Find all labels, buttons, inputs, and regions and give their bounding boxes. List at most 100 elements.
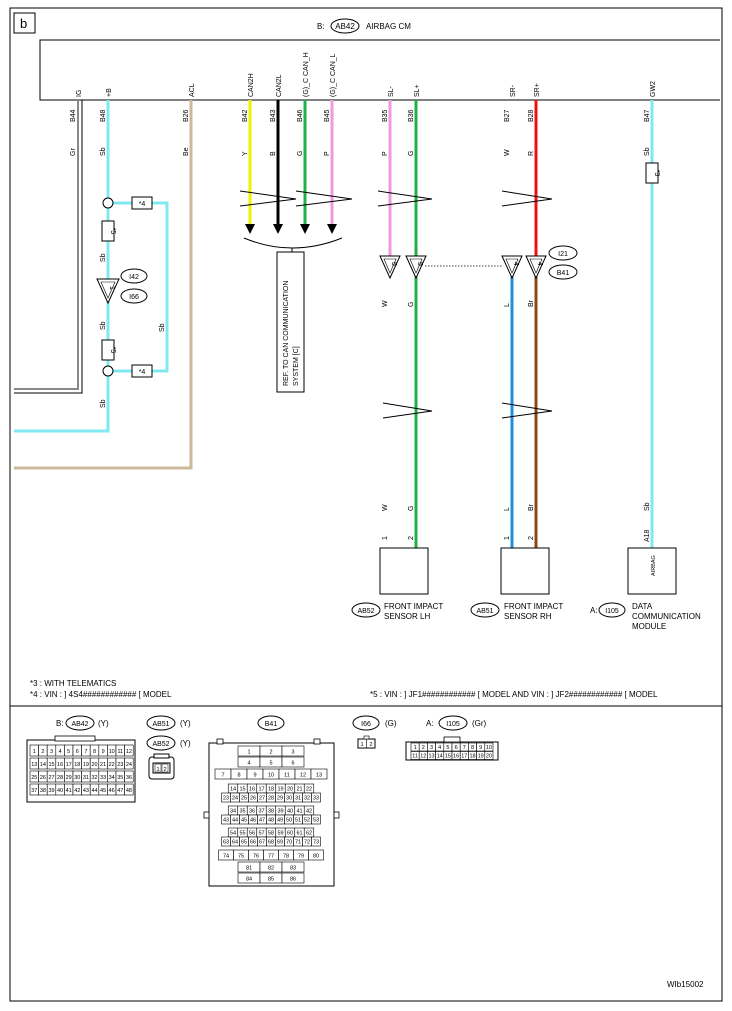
ab42-pin-45: 45 xyxy=(100,788,106,794)
joint-i21-label: I21 xyxy=(558,251,568,258)
b41-pin-43: 43 xyxy=(223,818,229,824)
arrow-can2h xyxy=(245,224,255,234)
i105-pin-7: 7 xyxy=(463,745,466,751)
terminal-signal-b47: GW2 xyxy=(650,81,657,97)
ab42-pin-14: 14 xyxy=(40,762,46,768)
wire-color-lh-mid-1: W xyxy=(382,300,389,307)
ab42-pin-20: 20 xyxy=(91,762,97,768)
ab42-pin-18: 18 xyxy=(74,762,80,768)
b41-pin-67: 67 xyxy=(259,840,265,846)
terminal-signal-b26: ACL xyxy=(189,83,196,97)
terminal-signal-b43: CAN2L xyxy=(276,74,283,97)
terminal-signal-b46: (G)_C CAN_H xyxy=(303,52,310,97)
can-ref-box xyxy=(276,251,305,393)
cv-ab42-prefix: B: xyxy=(56,719,64,728)
connector-i42-triangle-inner xyxy=(100,281,116,299)
dcm-note3: *3 xyxy=(653,170,660,177)
sensor-lh-box xyxy=(379,547,429,595)
b41-pin-cell xyxy=(281,872,305,884)
wire-gr xyxy=(14,100,79,390)
dcm-code-oval xyxy=(598,602,626,618)
terminal-pin-b47: B47 xyxy=(644,109,651,122)
joint-b41-oval xyxy=(548,264,578,280)
note-4: *4 : VIN : ] 4S4############ [ MODEL xyxy=(30,690,172,699)
ab42-pin-28: 28 xyxy=(57,775,63,781)
cv-ab51-color: (Y) xyxy=(180,719,191,728)
dcm-pin: A18 xyxy=(644,529,651,542)
note4-top: *4 xyxy=(139,201,146,208)
wire-color-b48: Sb xyxy=(100,147,107,156)
cv-ab52-color: (Y) xyxy=(180,739,191,748)
b41-pin-47: 47 xyxy=(259,818,265,824)
cv-ab52-oval xyxy=(146,735,176,751)
b41-pin-31: 31 xyxy=(295,796,301,802)
b41-pin-37: 37 xyxy=(258,809,264,815)
i105-pin-8: 8 xyxy=(471,745,474,751)
b41-pin-68: 68 xyxy=(268,840,274,846)
b41-pin-64: 64 xyxy=(232,840,238,846)
dcm-name-1: DATA xyxy=(632,602,653,611)
can-ref-line1: REF. TO CAN COMMUNICATION xyxy=(283,281,290,386)
terminal-pin-b42: B42 xyxy=(242,109,249,122)
ab42-pin-24: 24 xyxy=(126,762,132,768)
b41-pin-21: 21 xyxy=(296,787,302,793)
can-ref-line2: SYSTEM [C] xyxy=(293,346,300,386)
ab42-pin-41: 41 xyxy=(66,788,72,794)
wire-gr-outer xyxy=(14,100,83,394)
wire-color-b47: Sb xyxy=(644,147,651,156)
terminal-pin-b44: B44 xyxy=(70,109,77,122)
wire-color-lh-mid-2: G xyxy=(408,302,415,307)
svg-text:4: 4 xyxy=(512,262,519,266)
sensor-lh-pin-1: 1 xyxy=(382,536,389,540)
b41-pin-40: 40 xyxy=(287,809,293,815)
dcm-name-2: COMMUNICATION xyxy=(632,612,701,621)
terminal-pin-b45: B45 xyxy=(324,109,331,122)
b41-pin-cell xyxy=(311,836,321,847)
svg-text:5: 5 xyxy=(390,262,397,266)
cut-mark-lh-mid xyxy=(382,402,433,419)
sensor-rh-code: AB51 xyxy=(476,608,493,615)
b41-pin-74: 74 xyxy=(223,854,229,860)
b41-pin-18: 18 xyxy=(268,787,274,793)
b41-pin-85: 85 xyxy=(268,877,274,883)
airbag-cm-box xyxy=(39,39,720,101)
svg-text:4: 4 xyxy=(536,262,543,266)
ab42-pin-39: 39 xyxy=(48,788,54,794)
ab42-pin-9: 9 xyxy=(102,749,105,755)
i105-pin-9: 9 xyxy=(479,745,482,751)
wire-color-b28: R xyxy=(528,151,535,156)
b41-pin-29: 29 xyxy=(277,796,283,802)
svg-text:1: 1 xyxy=(360,742,363,748)
b41-pin-81: 81 xyxy=(246,866,252,872)
b41-pin-72: 72 xyxy=(304,840,310,846)
dcm-signal: AIRBAG xyxy=(651,555,657,576)
module-name: AIRBAG CM xyxy=(366,22,411,31)
i105-pin-5: 5 xyxy=(446,745,449,751)
joint-rh-plus: 4 xyxy=(525,255,547,280)
b41-pin-49: 49 xyxy=(277,818,283,824)
b41-pin-28: 28 xyxy=(268,796,274,802)
b41-pin-44: 44 xyxy=(232,818,238,824)
b41-pin-65: 65 xyxy=(241,840,247,846)
b41-pin-51: 51 xyxy=(295,818,301,824)
ab42-pin-44: 44 xyxy=(91,788,97,794)
terminal-signal-b44: IG xyxy=(76,90,83,97)
b41-pin-56: 56 xyxy=(249,831,255,837)
page-label: b xyxy=(20,16,27,31)
b41-pin-45: 45 xyxy=(241,818,247,824)
cv-b41-code: B41 xyxy=(265,721,278,728)
b41-pin-48: 48 xyxy=(268,818,274,824)
ab42-pin-36: 36 xyxy=(126,775,132,781)
ab42-pin-30: 30 xyxy=(74,775,80,781)
terminal-pin-b26: B26 xyxy=(183,109,190,122)
b41-tab-right xyxy=(333,811,340,819)
terminal-pin-b28: B28 xyxy=(528,109,535,122)
b41-pin-66: 66 xyxy=(250,840,256,846)
b41-pin-8: 8 xyxy=(237,773,240,779)
wire-color-lh-bottom-2: G xyxy=(408,506,415,511)
b41-pin-33: 33 xyxy=(313,796,319,802)
b41-pin-83: 83 xyxy=(290,866,296,872)
